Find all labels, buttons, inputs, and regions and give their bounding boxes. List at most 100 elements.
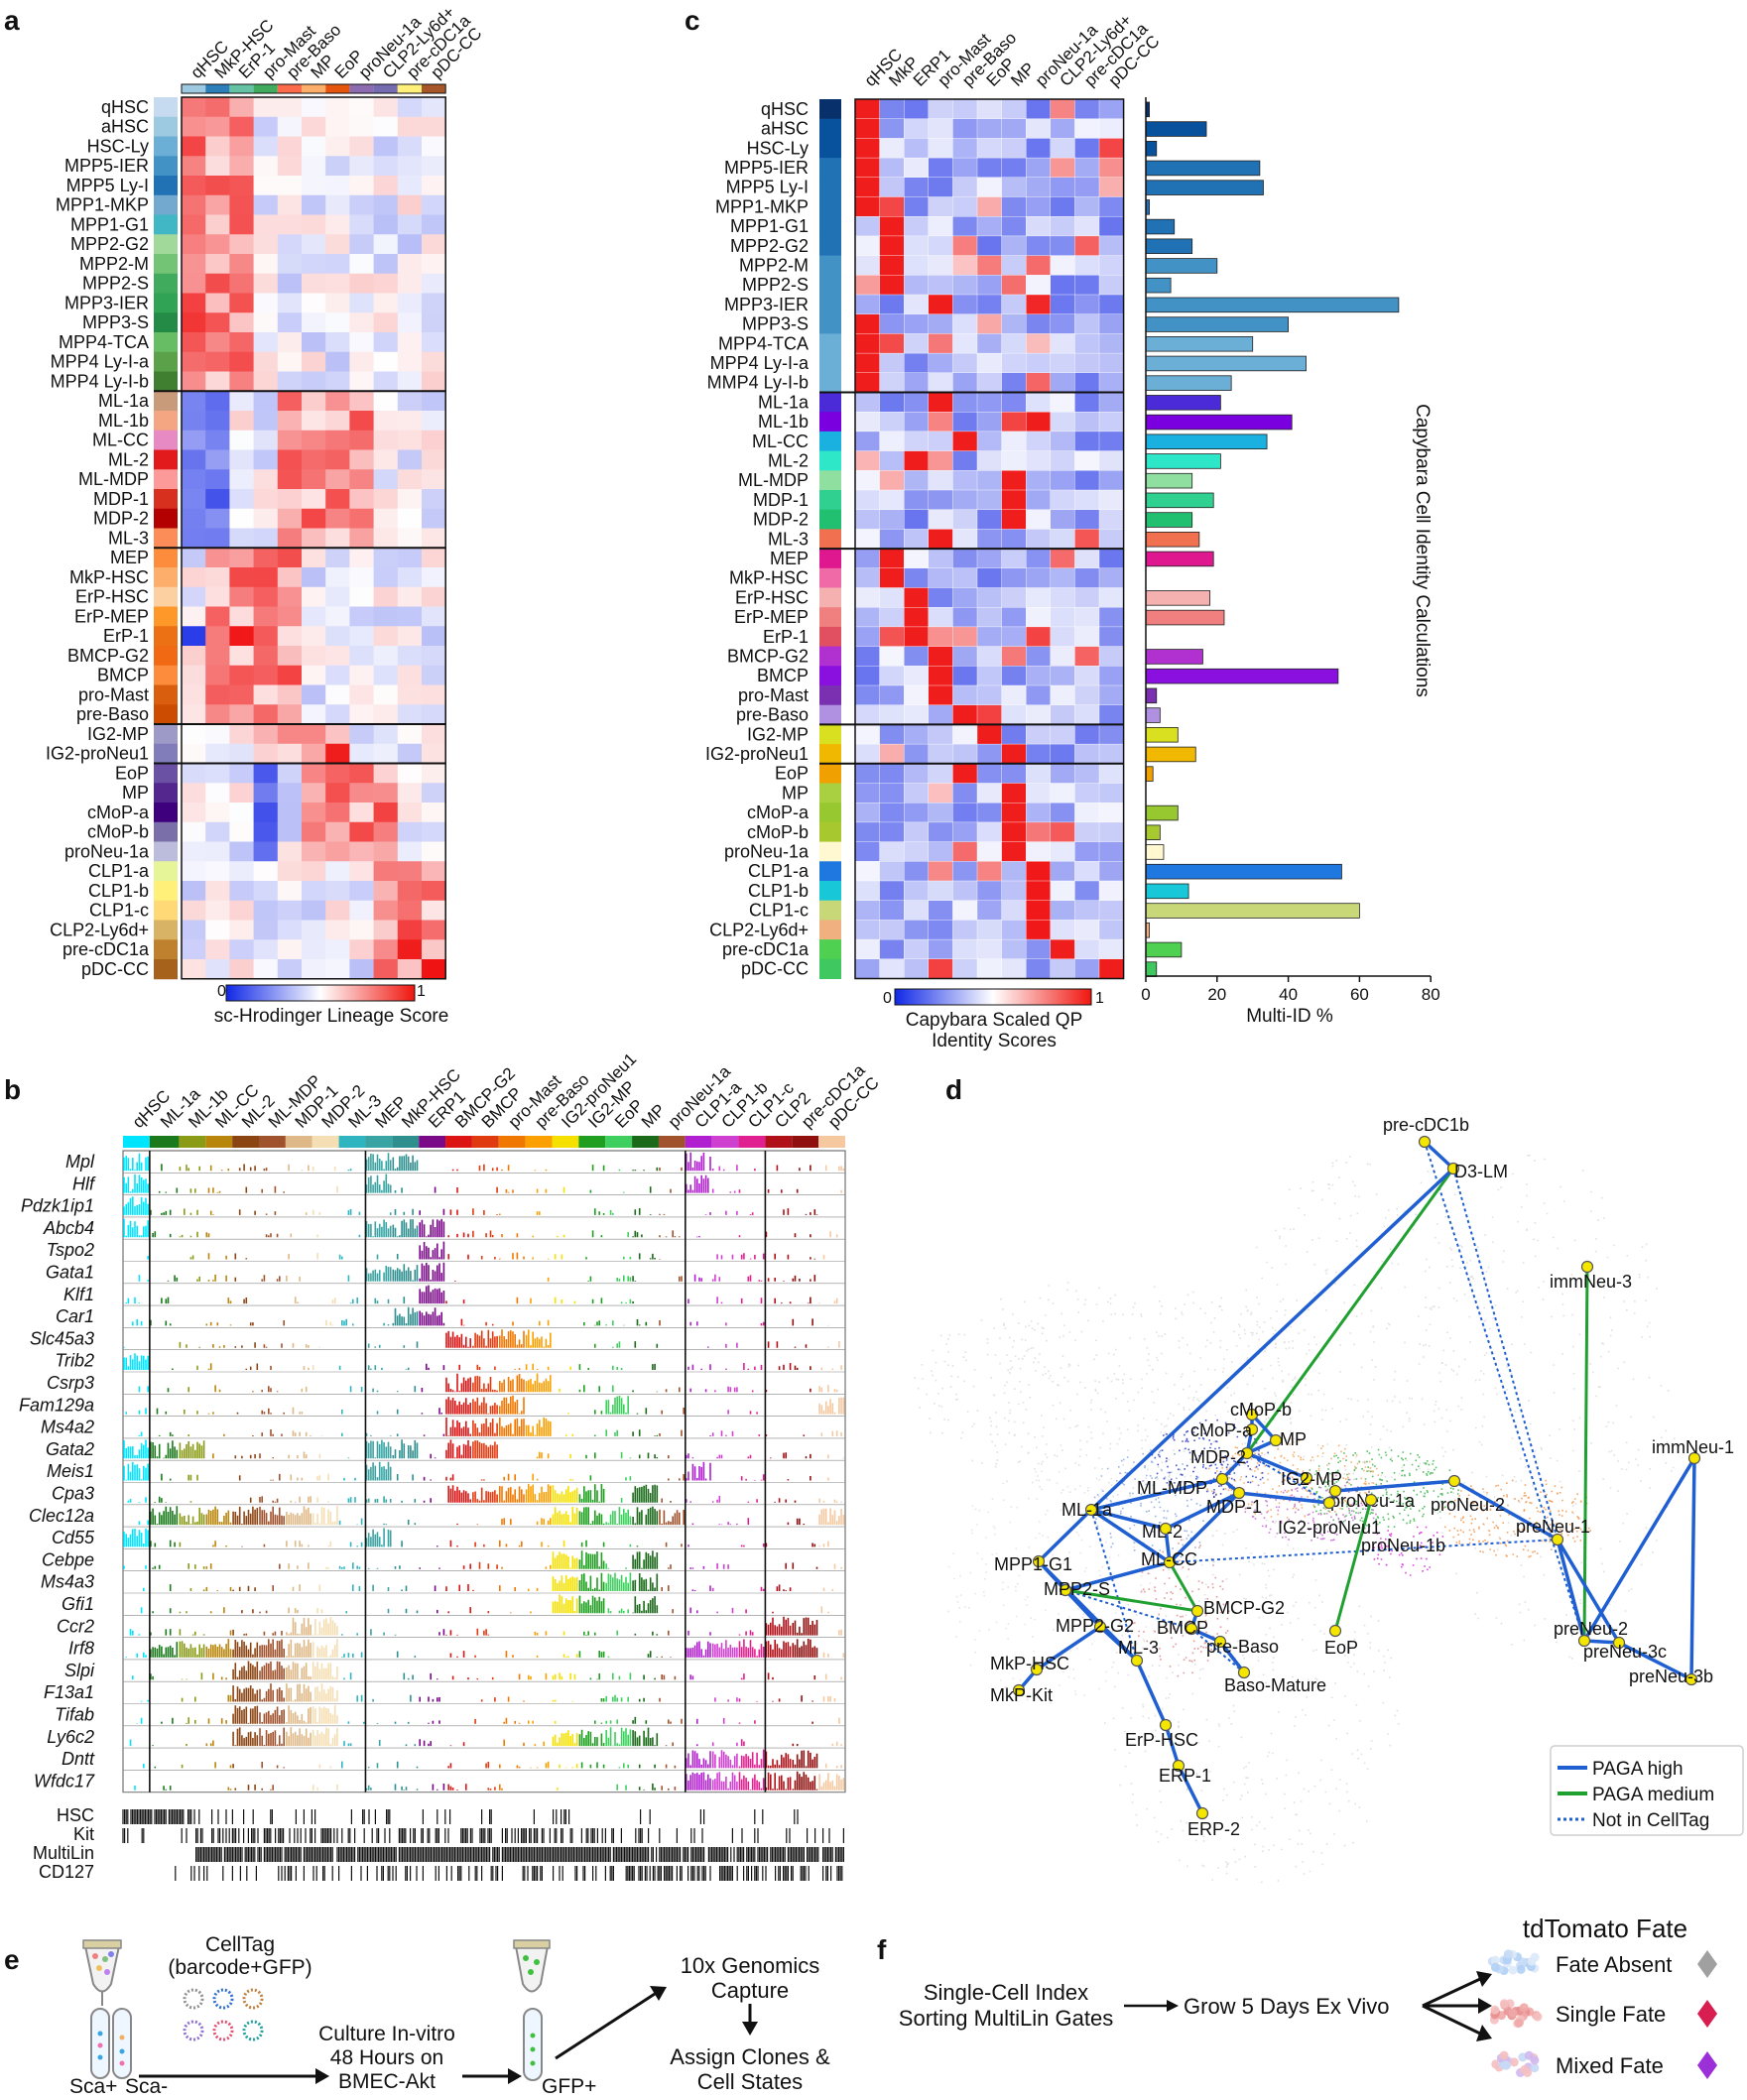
heatmap-cell bbox=[182, 606, 206, 627]
row-label: MP bbox=[122, 783, 149, 803]
heatmap-cell bbox=[1025, 958, 1052, 980]
expression-bars bbox=[587, 1276, 592, 1282]
row-color-swatch bbox=[819, 333, 841, 354]
heatmap-cell bbox=[277, 312, 303, 333]
heatmap-cell bbox=[854, 470, 881, 491]
heatmap-cell bbox=[928, 666, 953, 686]
expression-bars bbox=[259, 1610, 268, 1614]
expression-bars bbox=[534, 1631, 548, 1636]
expression-bars bbox=[503, 1473, 516, 1481]
heatmap-cell bbox=[397, 449, 423, 470]
expression-bars bbox=[365, 1219, 392, 1238]
expression-bars bbox=[760, 1321, 765, 1326]
expression-bars bbox=[665, 1542, 683, 1547]
expression-bars bbox=[372, 1584, 390, 1591]
expression-bars bbox=[259, 1727, 285, 1747]
expression-bars bbox=[123, 1439, 149, 1459]
heatmap-cell bbox=[253, 214, 279, 235]
heatmap-cell bbox=[349, 371, 374, 392]
expression-bars bbox=[396, 1761, 419, 1769]
heatmap-cell bbox=[182, 234, 206, 255]
expression-bars bbox=[711, 1496, 721, 1503]
heatmap-cell bbox=[205, 332, 230, 353]
node-proneu-2 bbox=[1447, 1474, 1461, 1488]
row-label: MPP2-G2 bbox=[70, 234, 149, 254]
expression-bars bbox=[711, 1165, 738, 1172]
expression-bars bbox=[167, 1275, 179, 1282]
heatmap-cell bbox=[373, 97, 399, 118]
heatmap-cell bbox=[325, 567, 350, 588]
cell-cluster-icon bbox=[1490, 1962, 1500, 1972]
expression-bars bbox=[343, 1477, 356, 1481]
heatmap-cell bbox=[349, 841, 374, 862]
heatmap-cell bbox=[349, 312, 374, 333]
node-label: immNeu-3 bbox=[1550, 1272, 1632, 1292]
heatmap-cell bbox=[904, 783, 930, 803]
column-color-swatch bbox=[422, 84, 446, 93]
expression-bars bbox=[472, 1487, 498, 1503]
expression-bars bbox=[552, 1594, 578, 1614]
heatmap-cell bbox=[373, 939, 399, 960]
heatmap-cell bbox=[1025, 509, 1052, 531]
multi-id-bar bbox=[1145, 863, 1342, 880]
expression-bars bbox=[331, 1297, 336, 1304]
heatmap-cell bbox=[277, 449, 303, 470]
expression-bars bbox=[472, 1208, 498, 1215]
row-label: MDP-1 bbox=[753, 490, 809, 510]
heatmap-cell bbox=[1050, 275, 1076, 296]
column-color-swatch bbox=[605, 1136, 633, 1148]
heatmap-cell bbox=[1074, 352, 1100, 374]
heatmap-cell bbox=[904, 372, 930, 394]
expression-bars bbox=[347, 1209, 361, 1215]
expression-bars bbox=[578, 1729, 605, 1747]
row-color-swatch bbox=[819, 646, 841, 667]
expression-bars bbox=[499, 1540, 523, 1547]
heatmap-cell bbox=[1050, 587, 1076, 608]
heatmap-cell bbox=[349, 626, 374, 647]
heatmap-cell bbox=[182, 332, 206, 353]
heatmap-cell bbox=[397, 861, 423, 882]
heatmap-cell bbox=[1098, 958, 1125, 980]
column-color-swatch bbox=[349, 84, 374, 93]
heatmap-cell bbox=[182, 508, 206, 529]
heatmap-cell bbox=[904, 529, 930, 550]
heatmap-cell bbox=[325, 783, 350, 803]
row-label: cMoP-b bbox=[87, 822, 149, 842]
edge-paga-high bbox=[1064, 1560, 1171, 1592]
heatmap-cell bbox=[253, 351, 279, 372]
expression-bars bbox=[356, 1694, 363, 1702]
expression-bars bbox=[347, 1497, 356, 1503]
heatmap-cell bbox=[879, 626, 905, 648]
cell-cluster-icon bbox=[1530, 2063, 1540, 2073]
heatmap-cell bbox=[349, 156, 374, 177]
panel-b-column-labels: qHSCML-1aML-1bML-CCML-2ML-MDPMDP-1MDP-2M… bbox=[129, 1050, 883, 1132]
heatmap-cell bbox=[1001, 529, 1027, 550]
heatmap-cell bbox=[1098, 333, 1125, 354]
heatmap-cell bbox=[302, 449, 326, 470]
row-color-swatch bbox=[819, 412, 841, 432]
column-color-swatch bbox=[818, 1136, 845, 1148]
panel-c-letter: c bbox=[685, 5, 700, 36]
heatmap-cell bbox=[1025, 567, 1052, 589]
expression-bars bbox=[792, 1562, 818, 1569]
heatmap-cell bbox=[1098, 352, 1125, 374]
expression-bars bbox=[123, 1196, 149, 1215]
expression-bars bbox=[341, 1318, 354, 1326]
heatmap-cell bbox=[182, 783, 206, 803]
heatmap-cell bbox=[373, 626, 399, 647]
panel-a-letter: a bbox=[4, 5, 20, 36]
heatmap-cell bbox=[879, 372, 905, 394]
heatmap-cell bbox=[422, 371, 446, 392]
row-color-swatch bbox=[819, 821, 841, 843]
expression-bars bbox=[426, 1363, 445, 1370]
expression-bars bbox=[392, 1154, 419, 1172]
heatmap-cell bbox=[253, 881, 279, 902]
panel-c-column-labels: qHSCMkPERP1pro-Mastpre-BasoEoPMPproNeu-1… bbox=[861, 11, 1164, 90]
heatmap-cell bbox=[205, 194, 230, 215]
expression-bars bbox=[636, 1319, 648, 1326]
node-eop bbox=[1328, 1624, 1342, 1638]
node-erp-1 bbox=[1172, 1759, 1185, 1773]
multi-id-bar bbox=[1145, 590, 1211, 606]
heatmap-cell bbox=[904, 177, 930, 198]
